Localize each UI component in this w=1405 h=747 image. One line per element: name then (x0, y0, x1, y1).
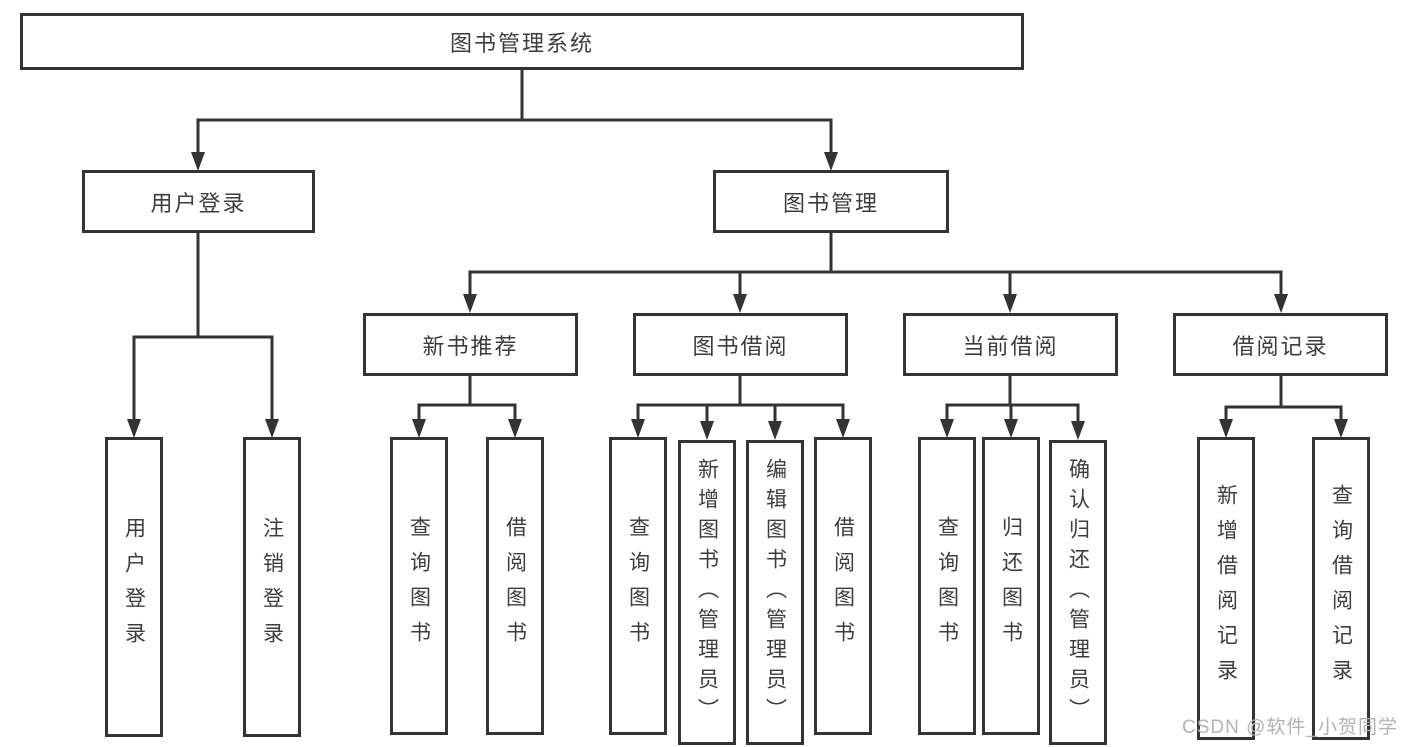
leaf-borrowing-query-books: 查询图书 (609, 437, 667, 735)
leaf-recommend-borrow-books: 借阅图书 (486, 437, 544, 735)
leaf-logout-label: 注销登录 (260, 517, 284, 657)
leaf-user-login: 用户登录 (105, 437, 163, 737)
leaf-borrowing-query-books-label: 查询图书 (626, 516, 650, 656)
leaf-add-borrow-record: 新增借阅记录 (1197, 437, 1255, 740)
leaf-add-books-admin: 新增图书（管理员） (678, 440, 736, 745)
leaf-borrowing-borrow-books: 借阅图书 (814, 437, 872, 735)
leaf-logout: 注销登录 (243, 437, 301, 737)
leaf-recommend-query-books: 查询图书 (390, 437, 448, 735)
leaf-confirm-return-admin: 确认归还（管理员） (1049, 440, 1107, 745)
leaf-edit-books-admin-label: 编辑图书（管理员） (763, 457, 787, 728)
leaf-add-borrow-record-label: 新增借阅记录 (1214, 483, 1238, 694)
leaf-recommend-borrow-books-label: 借阅图书 (503, 516, 527, 656)
leaf-return-books: 归还图书 (982, 437, 1040, 735)
csdn-watermark: CSDN @软件_小贺同学 (1182, 717, 1398, 738)
leaf-edit-books-admin: 编辑图书（管理员） (746, 440, 804, 745)
leaf-confirm-return-admin-label: 确认归还（管理员） (1066, 457, 1090, 728)
leaf-query-borrow-record: 查询借阅记录 (1312, 437, 1370, 740)
leaf-add-books-admin-label: 新增图书（管理员） (695, 457, 719, 728)
leaf-return-books-label: 归还图书 (999, 516, 1023, 656)
node-user-login: 用户登录 (82, 170, 315, 233)
node-new-book-recommend: 新书推荐 (363, 313, 578, 376)
node-book-management: 图书管理 (713, 170, 949, 233)
leaf-borrowing-borrow-books-label: 借阅图书 (831, 516, 855, 656)
leaf-recommend-query-books-label: 查询图书 (407, 516, 431, 656)
node-current-borrowing: 当前借阅 (903, 313, 1118, 376)
leaf-current-query-books: 查询图书 (918, 437, 976, 735)
leaf-current-query-books-label: 查询图书 (935, 516, 959, 656)
node-borrowing-records: 借阅记录 (1173, 313, 1388, 376)
node-library-management-system: 图书管理系统 (20, 13, 1024, 70)
leaf-query-borrow-record-label: 查询借阅记录 (1329, 483, 1353, 694)
leaf-user-login-label: 用户登录 (122, 517, 146, 657)
node-book-borrowing: 图书借阅 (633, 313, 848, 376)
